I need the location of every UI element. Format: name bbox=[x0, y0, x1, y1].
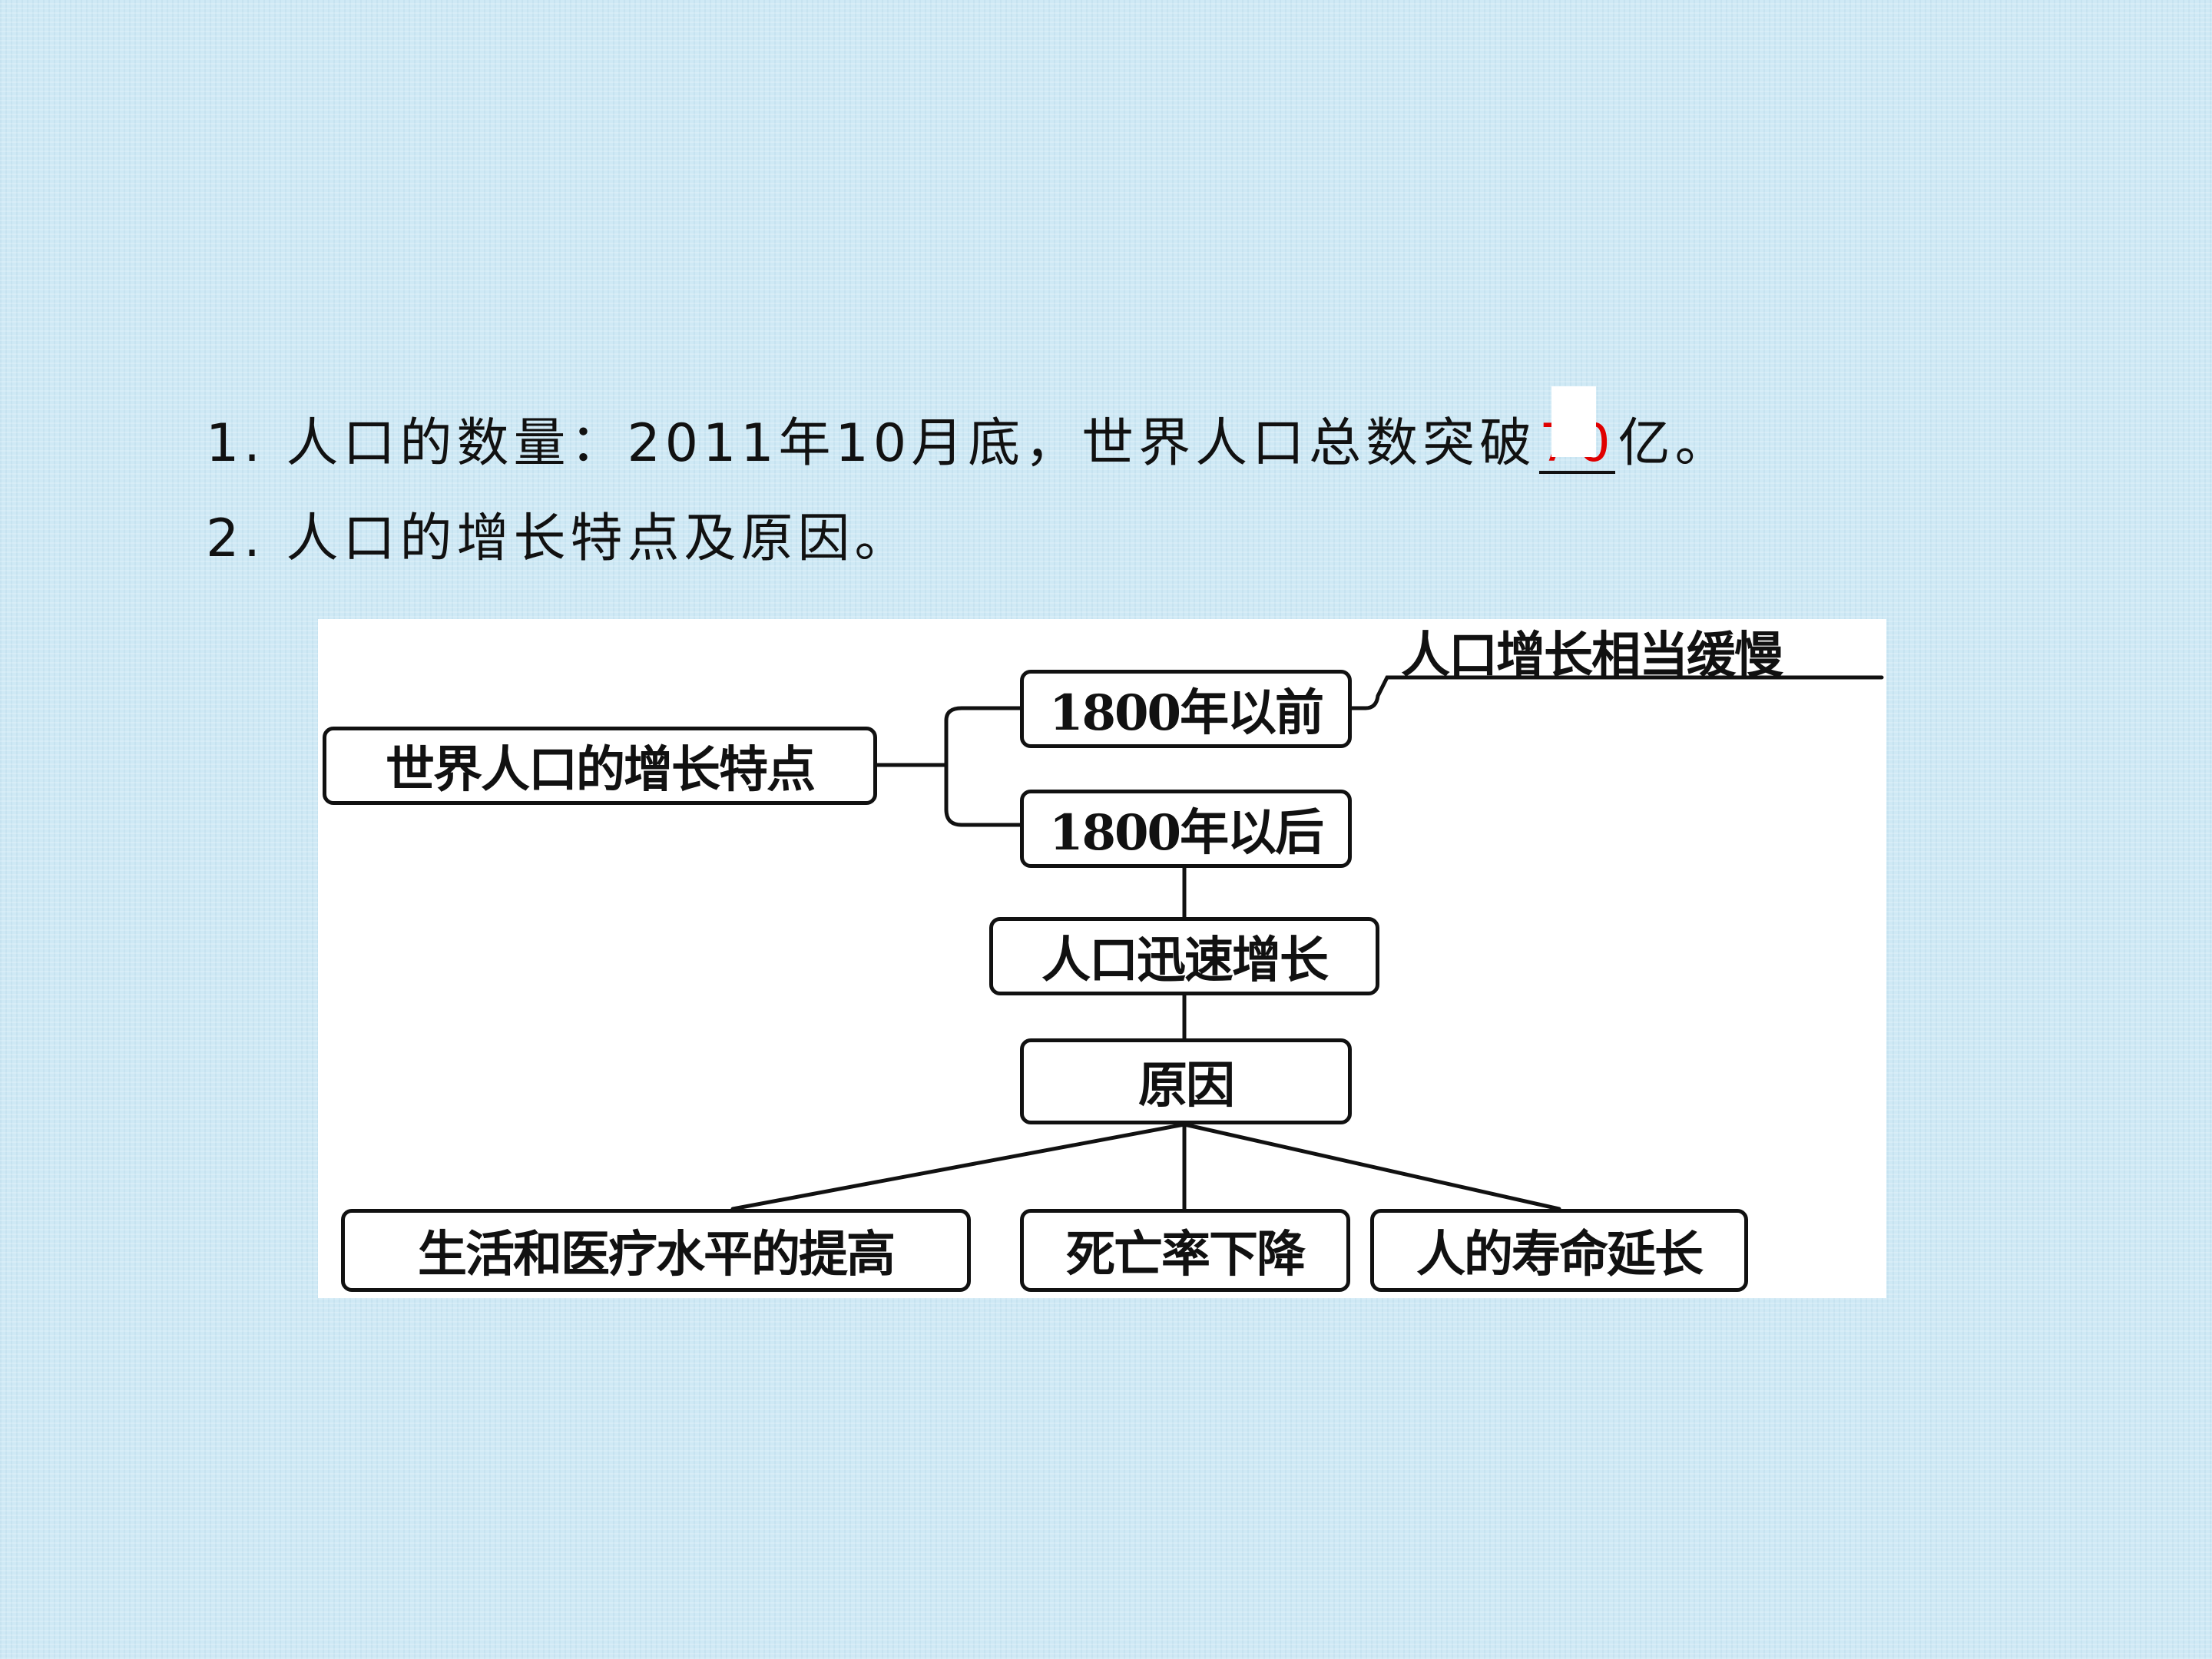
node-rapid-growth-label: 人口迅速增长 bbox=[1041, 932, 1329, 989]
question-line-1: 1. 人口的数量：2011年10月底，世界人口总数突破70亿。 bbox=[206, 386, 1732, 482]
node-reasons: 原因 bbox=[1020, 1038, 1352, 1124]
node-before-1800: 1800年以前 bbox=[1020, 670, 1352, 748]
node-reason-lifespan: 人的寿命延长 bbox=[1370, 1209, 1748, 1292]
node-root-label: 世界人口的增长特点 bbox=[386, 741, 816, 799]
node-reason-living-standards: 生活和医疗水平的提高 bbox=[341, 1209, 971, 1292]
node-reasons-label: 原因 bbox=[1138, 1057, 1235, 1114]
node-reason-lifespan-label: 人的寿命延长 bbox=[1416, 1226, 1704, 1283]
connector-after-1800 bbox=[944, 807, 1024, 827]
connector-before-1800 bbox=[944, 706, 1024, 723]
node-reason-death-rate: 死亡率下降 bbox=[1020, 1209, 1350, 1292]
question-line-2: 2. 人口的增长特点及原因。 bbox=[206, 501, 912, 578]
connector-reason-to-right bbox=[1182, 1122, 1561, 1211]
question-2-text: 2. 人口的增长特点及原因。 bbox=[206, 508, 912, 569]
node-after-1800-label: 1800年以后 bbox=[1048, 804, 1324, 862]
node-reason-death-rate-label: 死亡率下降 bbox=[1066, 1226, 1306, 1283]
connector-reason-to-left bbox=[730, 1122, 1187, 1211]
node-reason-living-standards-label: 生活和医疗水平的提高 bbox=[418, 1226, 896, 1283]
node-before-1800-label: 1800年以前 bbox=[1048, 684, 1324, 742]
question-1-suffix: 亿。 bbox=[1618, 413, 1732, 474]
connector-note-underline bbox=[1348, 675, 1884, 710]
answer-blank: 70 bbox=[1539, 386, 1615, 474]
note-before-1800: 人口增长相当缓慢 bbox=[1401, 627, 1783, 684]
population-growth-diagram: 世界人口的增长特点 1800年以前 人口增长相当缓慢 1800年以后 人口迅速增… bbox=[318, 619, 1886, 1298]
node-root: 世界人口的增长特点 bbox=[323, 727, 877, 805]
diagram-connectors bbox=[730, 675, 1884, 1211]
answer-cover bbox=[1551, 386, 1597, 457]
node-rapid-growth: 人口迅速增长 bbox=[989, 917, 1379, 995]
node-after-1800: 1800年以后 bbox=[1020, 790, 1352, 868]
question-1-text: 1. 人口的数量：2011年10月底，世界人口总数突破 bbox=[206, 413, 1537, 474]
